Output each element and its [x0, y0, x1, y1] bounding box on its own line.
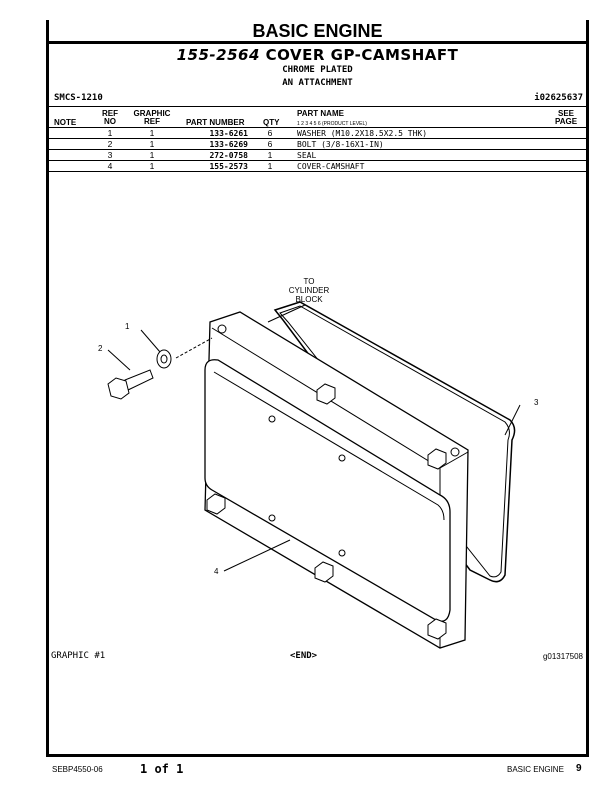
- callout-2: 2: [98, 344, 103, 353]
- row-part: 133-6261: [209, 129, 248, 138]
- part-title: 155-2564 COVER GP-CAMSHAFT: [46, 46, 589, 64]
- row-qty: 6: [267, 128, 273, 138]
- row-divider: [49, 149, 586, 150]
- seal-inner: [279, 305, 510, 578]
- row-ref: 4: [107, 161, 113, 171]
- row-ref: 2: [107, 139, 113, 149]
- part-name: COVER GP-CAMSHAFT: [265, 46, 459, 64]
- row-part: 155-2573: [209, 162, 248, 171]
- col-note: NOTE: [54, 118, 77, 127]
- row-graphic: 1: [149, 128, 155, 138]
- row-divider: [49, 160, 586, 161]
- row-graphic: 1: [149, 139, 155, 149]
- divider: [49, 106, 586, 107]
- footer-pages: 1 of 1: [140, 762, 184, 776]
- footer-section: BASIC ENGINE: [507, 765, 564, 774]
- row-graphic: 1: [149, 161, 155, 171]
- product-level: 1 2 3 4 5 6 (PRODUCT LEVEL): [297, 121, 367, 127]
- row-name: BOLT (3/8-16X1-IN): [297, 140, 384, 149]
- seal: [273, 301, 516, 583]
- subtitle: CHROME PLATED: [282, 65, 353, 75]
- part-number: 155-2564: [176, 46, 260, 64]
- washer: [156, 349, 172, 369]
- graphic-id: g01317508: [542, 652, 583, 661]
- row-divider: [49, 138, 586, 139]
- row-graphic: 1: [149, 150, 155, 160]
- callout-4: 4: [214, 567, 219, 576]
- row-ref: 3: [107, 150, 113, 160]
- row-ref: 1: [107, 128, 113, 138]
- bolt: [107, 369, 154, 400]
- footer-doc: SEBP4550-06: [52, 765, 103, 774]
- smcs-code: SMCS-1210: [54, 93, 103, 103]
- row-qty: 6: [267, 139, 273, 149]
- end-marker: <END>: [290, 651, 318, 661]
- page-frame: [46, 20, 589, 757]
- divider: [46, 41, 589, 44]
- graphic-label: GRAPHIC #1: [51, 651, 106, 661]
- row-qty: 1: [267, 150, 273, 160]
- col-part-name: PART NAME: [297, 109, 344, 118]
- divider: [49, 127, 586, 128]
- row-part: 272-0758: [209, 151, 248, 160]
- section-title: BASIC ENGINE: [46, 20, 589, 42]
- doc-id: i02625637: [534, 93, 583, 103]
- row-name: WASHER (M10.2X18.5X2.5 THK): [297, 129, 428, 138]
- callout-3: 3: [534, 398, 539, 407]
- row-qty: 1: [267, 161, 273, 171]
- row-part: 133-6269: [209, 140, 248, 149]
- col-part-number: PART NUMBER: [186, 118, 245, 127]
- flange-bolts: [206, 383, 447, 640]
- row-name: COVER-CAMSHAFT: [297, 162, 365, 171]
- cover-body: [204, 359, 451, 622]
- row-name: SEAL: [297, 151, 317, 160]
- col-qty: QTY: [263, 118, 280, 127]
- callout-1: 1: [125, 322, 130, 331]
- subtitle: AN ATTACHMENT: [282, 78, 353, 88]
- footer-page-number: 9: [576, 763, 582, 774]
- row-divider: [49, 171, 586, 172]
